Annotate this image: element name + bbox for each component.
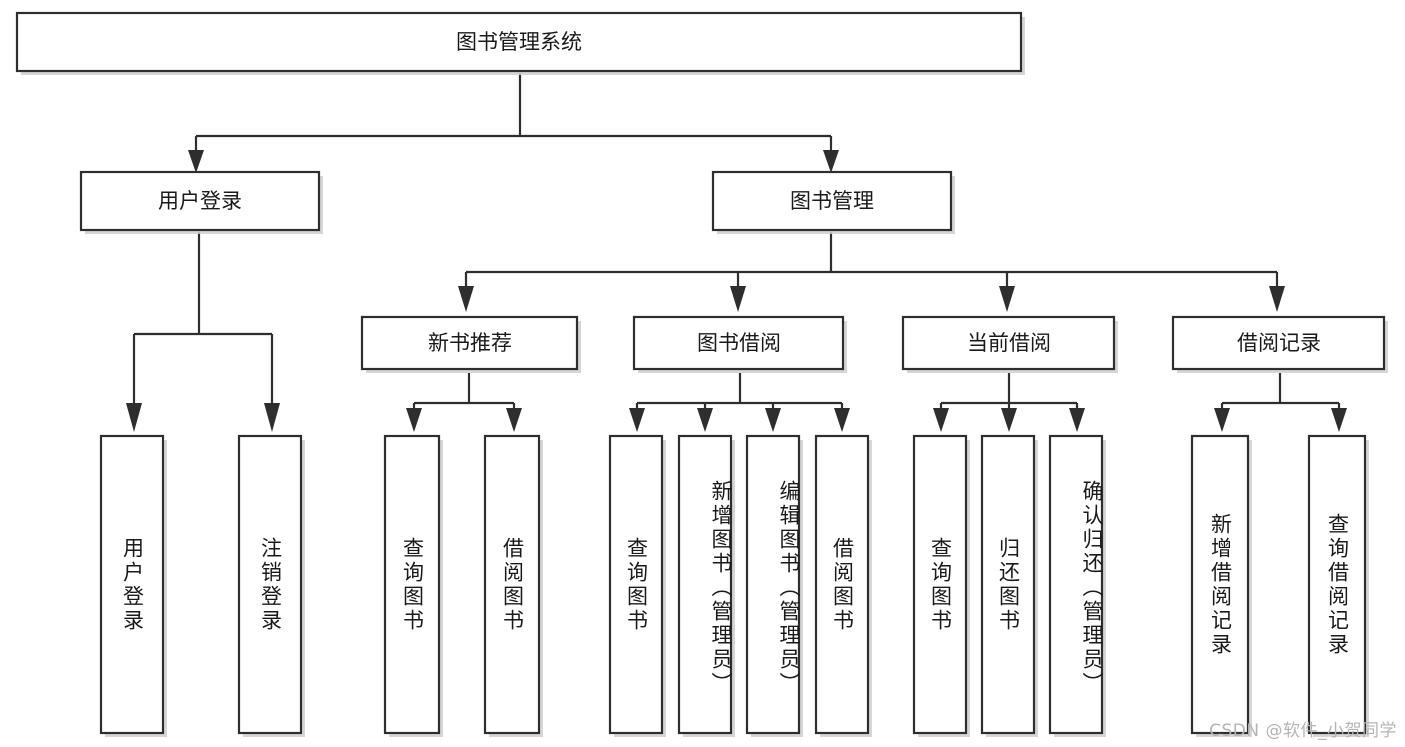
node-new-book-recommend[interactable]: 新书推荐 bbox=[360, 315, 581, 373]
node-current-borrow-label: 当前借阅 bbox=[967, 331, 1051, 355]
node-borrow-record[interactable]: 借阅记录 bbox=[1171, 315, 1388, 373]
arrow-leaf-r2 bbox=[1331, 408, 1347, 432]
leaf-node-borrow-record-1[interactable] bbox=[1190, 434, 1252, 737]
leaf-node-current-borrow-2[interactable] bbox=[980, 434, 1038, 737]
node-new-book-label: 新书推荐 bbox=[428, 331, 512, 355]
arrow-book-manage bbox=[823, 150, 839, 173]
connector-group-userlogin-leaves bbox=[126, 232, 280, 432]
arrow-leaf-u2 bbox=[264, 403, 280, 432]
arrow-leaf-c2 bbox=[1001, 408, 1017, 432]
node-book-borrow-box[interactable] bbox=[632, 315, 845, 371]
connector-group-root-to-level2 bbox=[188, 73, 839, 173]
node-book-borrow[interactable]: 图书借阅 bbox=[632, 315, 847, 373]
arrow-leaf-c3 bbox=[1069, 408, 1085, 432]
connector-group-borrowrecord-leaves bbox=[1214, 373, 1347, 432]
leaf-n2-box[interactable] bbox=[483, 434, 541, 735]
arrow-current-borrow bbox=[999, 286, 1015, 312]
leaf-node-book-borrow-3[interactable] bbox=[745, 434, 803, 737]
node-borrow-record-box[interactable] bbox=[1171, 315, 1386, 371]
arrow-new-book bbox=[458, 286, 474, 312]
leaf-c3-box[interactable] bbox=[1048, 434, 1104, 735]
arrow-leaf-n2 bbox=[506, 408, 522, 432]
leaf-b2-box[interactable] bbox=[677, 434, 733, 735]
leaf-c2-box[interactable] bbox=[980, 434, 1036, 735]
leaf-node-new-book-1[interactable] bbox=[383, 434, 443, 737]
leaf-node-book-borrow-1[interactable] bbox=[608, 434, 666, 737]
leaf-b3-box[interactable] bbox=[745, 434, 801, 735]
leaf-node-borrow-record-2[interactable] bbox=[1307, 434, 1369, 737]
leaf-node-book-borrow-4[interactable] bbox=[814, 434, 872, 737]
arrow-leaf-b1 bbox=[629, 408, 645, 432]
leaf-c1-box[interactable] bbox=[912, 434, 968, 735]
leaf-node-user-login-2[interactable] bbox=[237, 434, 305, 737]
csdn-watermark: CSDN @软件_小贺同学 bbox=[1209, 721, 1397, 741]
node-user-login-box[interactable] bbox=[79, 170, 321, 232]
arrow-leaf-u1 bbox=[126, 403, 142, 432]
arrow-leaf-r1 bbox=[1214, 408, 1230, 432]
connector-group-bookborrow-leaves bbox=[629, 373, 850, 432]
arrow-user-login bbox=[188, 150, 204, 173]
arrow-leaf-c1 bbox=[933, 408, 949, 432]
node-book-manage-label: 图书管理 bbox=[790, 189, 874, 213]
leaf-b1-box[interactable] bbox=[608, 434, 664, 735]
arrow-leaf-b3 bbox=[765, 408, 781, 432]
arrow-leaf-b2 bbox=[697, 408, 713, 432]
node-root-box[interactable] bbox=[15, 11, 1023, 73]
node-user-login-label: 用户登录 bbox=[158, 189, 242, 213]
leaf-b4-box[interactable] bbox=[814, 434, 870, 735]
leaf-u2-box[interactable] bbox=[237, 434, 303, 735]
leaf-n1-box[interactable] bbox=[383, 434, 441, 735]
leaf-node-new-book-2[interactable] bbox=[483, 434, 543, 737]
arrow-leaf-b4 bbox=[834, 408, 850, 432]
node-book-manage-box[interactable] bbox=[711, 170, 953, 232]
node-new-book-box[interactable] bbox=[360, 315, 579, 371]
node-user-login[interactable]: 用户登录 bbox=[79, 170, 323, 234]
leaf-node-user-login-1[interactable] bbox=[99, 434, 167, 737]
leaf-r2-box[interactable] bbox=[1307, 434, 1367, 735]
leaf-node-current-borrow-1[interactable] bbox=[912, 434, 970, 737]
arrow-book-borrow bbox=[730, 286, 746, 312]
leaf-u1-box[interactable] bbox=[99, 434, 165, 735]
node-current-borrow-box[interactable] bbox=[901, 315, 1116, 371]
node-borrow-record-label: 借阅记录 bbox=[1237, 331, 1321, 355]
node-current-borrow[interactable]: 当前借阅 bbox=[901, 315, 1118, 373]
leaf-node-book-borrow-2[interactable] bbox=[677, 434, 735, 737]
node-root[interactable]: 图书管理系统 bbox=[15, 11, 1025, 75]
leaf-node-current-borrow-3[interactable] bbox=[1048, 434, 1106, 737]
node-root-label: 图书管理系统 bbox=[456, 30, 582, 54]
connector-group-booksmanage-to-level3 bbox=[458, 232, 1285, 312]
leaf-r1-box[interactable] bbox=[1190, 434, 1250, 735]
node-book-borrow-label: 图书借阅 bbox=[697, 331, 781, 355]
arrow-leaf-n1 bbox=[406, 408, 422, 432]
connector-group-currentborrow-leaves bbox=[933, 373, 1085, 432]
arrow-borrow-record bbox=[1269, 286, 1285, 312]
node-book-manage[interactable]: 图书管理 bbox=[711, 170, 955, 234]
connector-group-newbook-leaves bbox=[406, 373, 522, 432]
